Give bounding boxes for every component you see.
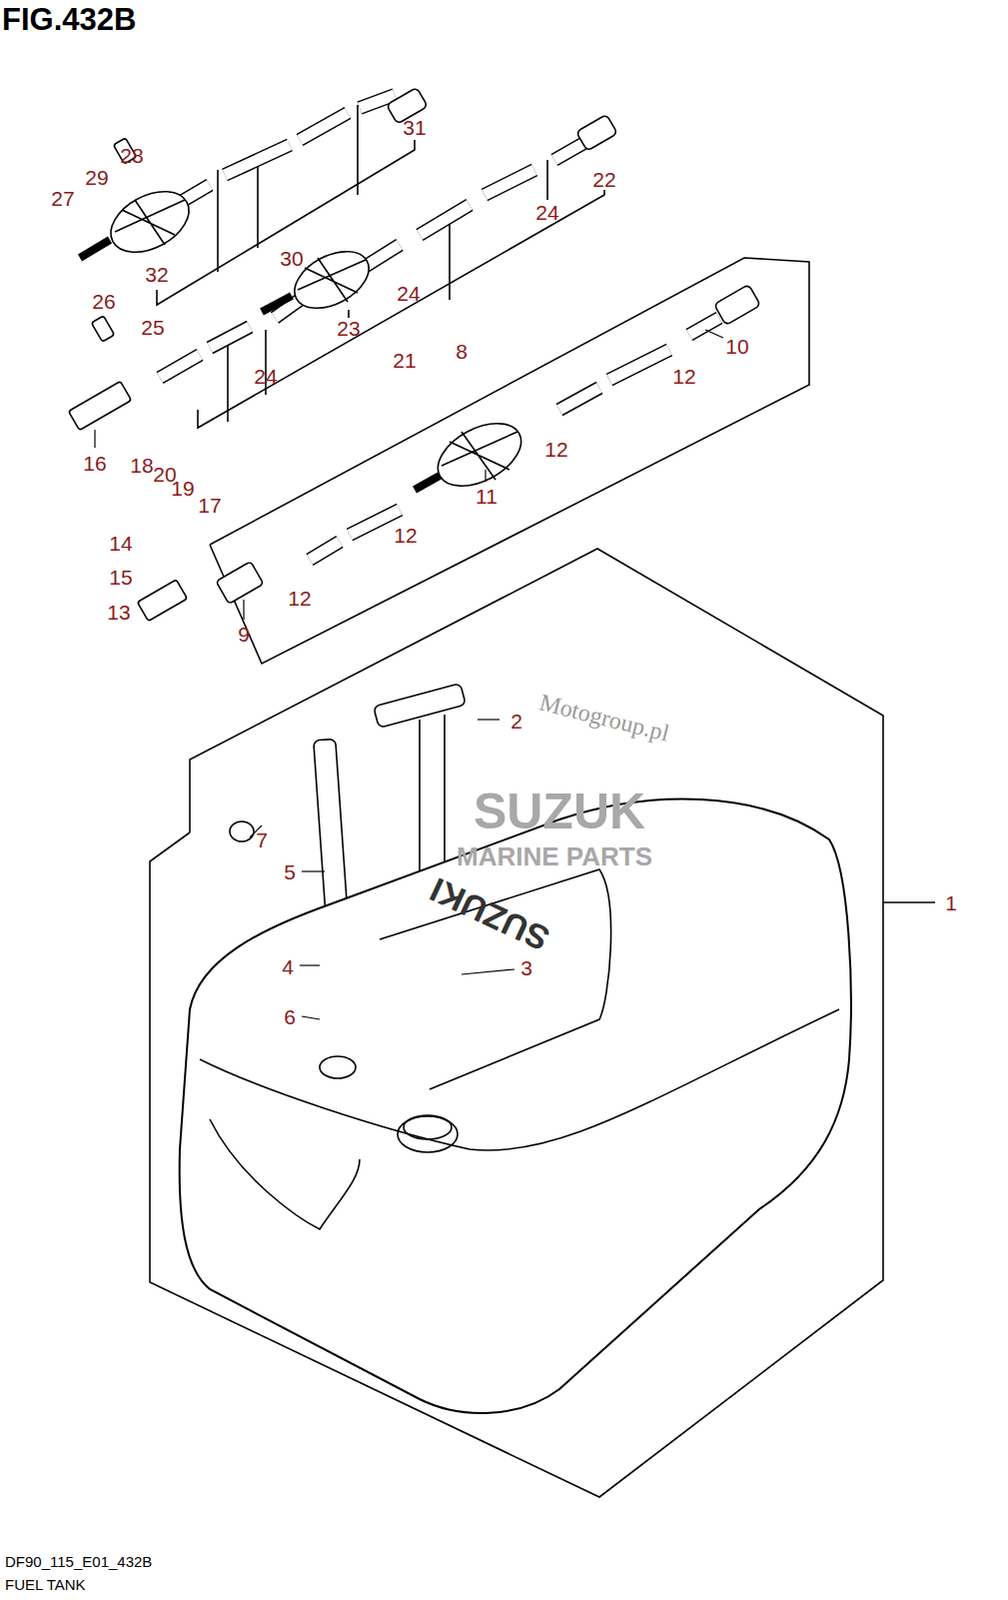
callout-number: 19 — [170, 477, 194, 499]
callout-number: 28 — [119, 144, 143, 166]
callout-number: 5 — [283, 861, 296, 883]
callout-number: 31 — [402, 116, 426, 138]
callout-number: 9 — [237, 623, 250, 645]
callout-number: 6 — [283, 1006, 296, 1027]
watermark: MARINE PARTS — [456, 843, 653, 870]
callout-number: 15 — [108, 566, 132, 588]
watermark: Motogroup.pl — [537, 689, 673, 745]
callout-number: 12 — [393, 524, 417, 546]
callout-number: 8 — [455, 340, 468, 362]
drawing-code: DF90_115_E01_432B — [4, 1553, 152, 1569]
callout-number: 18 — [129, 454, 153, 476]
callout-number: 24 — [253, 365, 277, 387]
callout-number: 27 — [50, 187, 74, 209]
callout-number: 22 — [592, 168, 616, 190]
callout-number: 16 — [82, 452, 106, 474]
callout-number: 10 — [725, 335, 749, 357]
callout-number: 13 — [106, 601, 130, 623]
callout-number: 26 — [91, 290, 115, 312]
callout-number: 1 — [945, 892, 958, 914]
callout-number: 30 — [279, 247, 303, 269]
figure-title: FIG.432B — [1, 3, 136, 35]
callout-number: 3 — [520, 957, 533, 979]
callout-number: 29 — [84, 166, 108, 188]
callout-number: 4 — [281, 956, 294, 978]
callout-number: 2 — [510, 710, 523, 732]
callout-number: 12 — [544, 438, 568, 460]
callout-number: 32 — [144, 263, 168, 285]
callout-number: 21 — [392, 349, 416, 371]
figure-caption: FUEL TANK — [4, 1576, 86, 1592]
callout-number: 14 — [108, 532, 132, 554]
callout-number: 23 — [336, 317, 360, 339]
callout-number: 12 — [672, 365, 696, 387]
callout-number: 17 — [197, 494, 221, 516]
watermark: SUZUK — [473, 786, 646, 837]
callout-number: 11 — [475, 485, 498, 507]
callout-number: 12 — [287, 587, 311, 609]
callout-number: 7 — [255, 829, 268, 851]
callout-number: 24 — [535, 201, 559, 223]
callout-number: 24 — [396, 282, 420, 304]
callout-number: 25 — [140, 316, 164, 338]
